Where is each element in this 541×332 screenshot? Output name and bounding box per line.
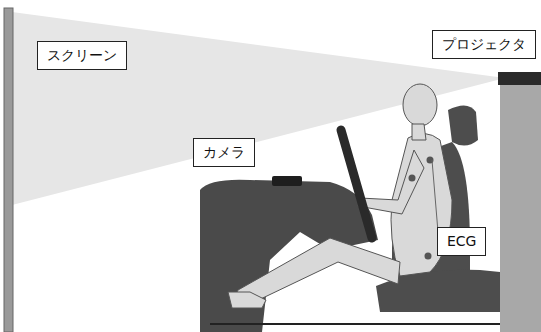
floor	[210, 323, 500, 325]
ecg-lead	[432, 160, 438, 232]
headrest	[448, 105, 478, 145]
label-text: スクリーン	[47, 47, 117, 64]
label-box: カメラ	[193, 138, 255, 167]
screen	[4, 8, 13, 332]
label-box: スクリーン	[37, 41, 127, 70]
label-box: プロジェクタ	[432, 30, 536, 59]
driver	[228, 84, 452, 308]
label-box: ECG	[437, 227, 486, 256]
camera	[272, 176, 302, 186]
steering-wheel	[341, 130, 372, 238]
projector	[498, 72, 541, 85]
projector-stand	[500, 84, 541, 332]
ecg-electrodes	[409, 157, 434, 260]
label-text: プロジェクタ	[442, 36, 526, 53]
label-text: ECG	[447, 233, 476, 250]
label-text: カメラ	[203, 144, 245, 161]
